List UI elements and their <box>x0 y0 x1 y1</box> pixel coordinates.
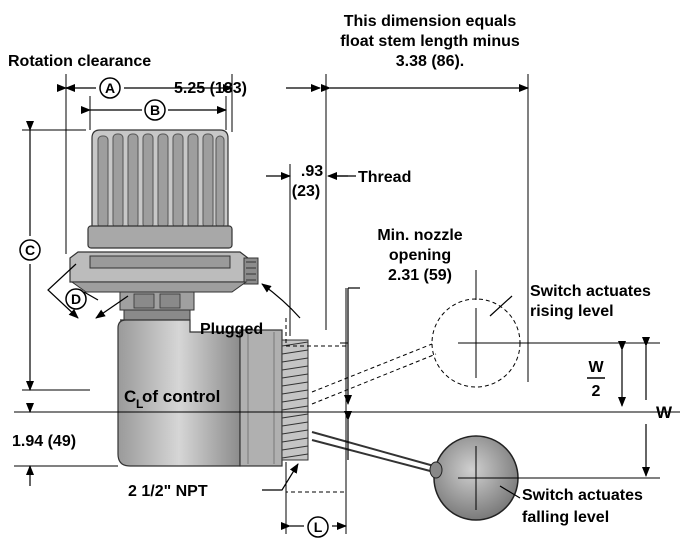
thread-label: Thread <box>358 169 411 186</box>
min-nozzle-line3: 2.31 (59) <box>388 267 452 284</box>
svg-text:L: L <box>136 397 143 411</box>
npt-label: 2 1/2" NPT <box>128 483 208 500</box>
dim-5-25-label: 5.25 (133) <box>174 80 247 97</box>
svg-text:2: 2 <box>592 383 601 400</box>
dim-93-label: .93 <box>301 163 323 180</box>
elbow-body <box>117 319 309 467</box>
callout-a: A <box>99 77 121 99</box>
svg-text:D: D <box>71 291 81 307</box>
callout-d: D <box>65 288 87 310</box>
min-nozzle-line1: Min. nozzle <box>377 227 462 244</box>
centerline-label: C L of control <box>124 387 220 411</box>
callout-l: L <box>307 516 329 538</box>
min-nozzle-line2: opening <box>389 247 451 264</box>
dim-23-label: (23) <box>292 183 320 200</box>
svg-text:C: C <box>124 387 136 406</box>
dimension-lines <box>26 84 650 530</box>
svg-text:of control: of control <box>142 387 220 406</box>
switch-rising-line2: rising level <box>530 303 614 320</box>
this-dimension-line3: 3.38 (86). <box>396 53 464 70</box>
svg-text:C: C <box>25 242 35 258</box>
svg-text:L: L <box>314 519 323 535</box>
switch-housing <box>69 129 259 321</box>
this-dimension-line1: This dimension equals <box>344 13 517 30</box>
w-half-label: W 2 <box>587 359 605 400</box>
callout-b: B <box>144 99 166 121</box>
switch-falling-line1: Switch actuates <box>522 487 643 504</box>
this-dimension-line2: float stem length minus <box>340 33 520 50</box>
callout-c: C <box>19 239 41 261</box>
w-label: W <box>656 403 673 422</box>
plugged-label: Plugged <box>200 321 263 338</box>
svg-text:W: W <box>588 359 604 376</box>
switch-rising-line1: Switch actuates <box>530 283 651 300</box>
float-assembly <box>311 298 521 521</box>
rotation-clearance-label: Rotation clearance <box>8 53 151 70</box>
svg-text:A: A <box>105 80 115 96</box>
switch-falling-line2: falling level <box>522 509 609 526</box>
svg-text:B: B <box>150 102 160 118</box>
dim-194-label: 1.94 (49) <box>12 433 76 450</box>
